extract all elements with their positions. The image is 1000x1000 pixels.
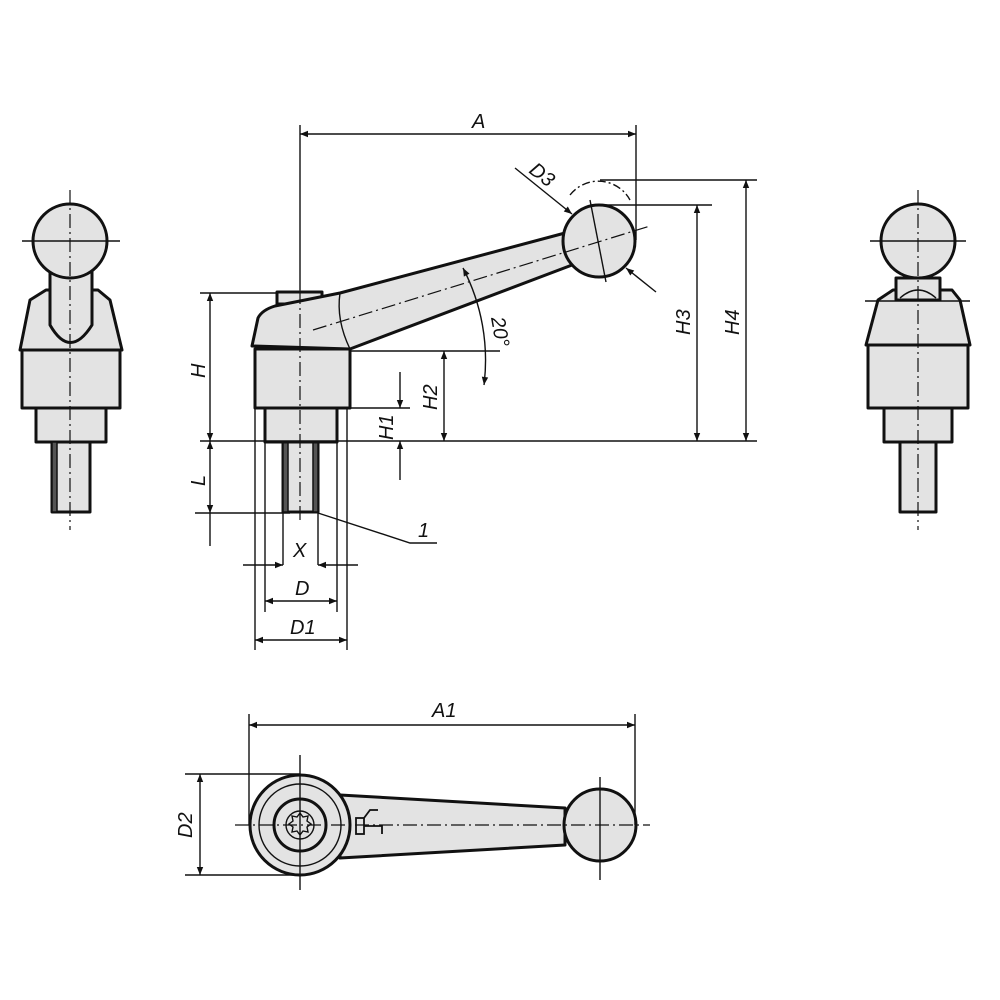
dim-label-d: D	[295, 578, 309, 600]
callout-1: 1	[418, 520, 429, 542]
brand-logo-icon	[355, 809, 383, 835]
top-view: A1 D2	[175, 700, 650, 890]
dim-label-d3: D3	[525, 159, 559, 192]
dim-label-h2: H2	[420, 384, 442, 410]
right-side-view	[864, 190, 972, 530]
front-dimensions: A D3 H3 H4 H H2 H1 20° L	[188, 111, 757, 650]
dim-label-d1: D1	[290, 617, 316, 639]
dim-label-h: H	[188, 363, 210, 378]
dim-label-x: X	[292, 540, 307, 562]
dim-label-h1: H1	[376, 414, 398, 440]
dim-label-l: L	[188, 475, 210, 486]
dim-label-h3: H3	[673, 309, 695, 335]
dim-label-h4: H4	[722, 309, 744, 335]
dim-label-d2: D2	[175, 812, 197, 838]
angle-label: 20°	[486, 314, 513, 349]
dim-label-a1: A1	[431, 700, 456, 722]
left-side-view	[18, 190, 124, 530]
dim-label-a: A	[471, 111, 485, 133]
